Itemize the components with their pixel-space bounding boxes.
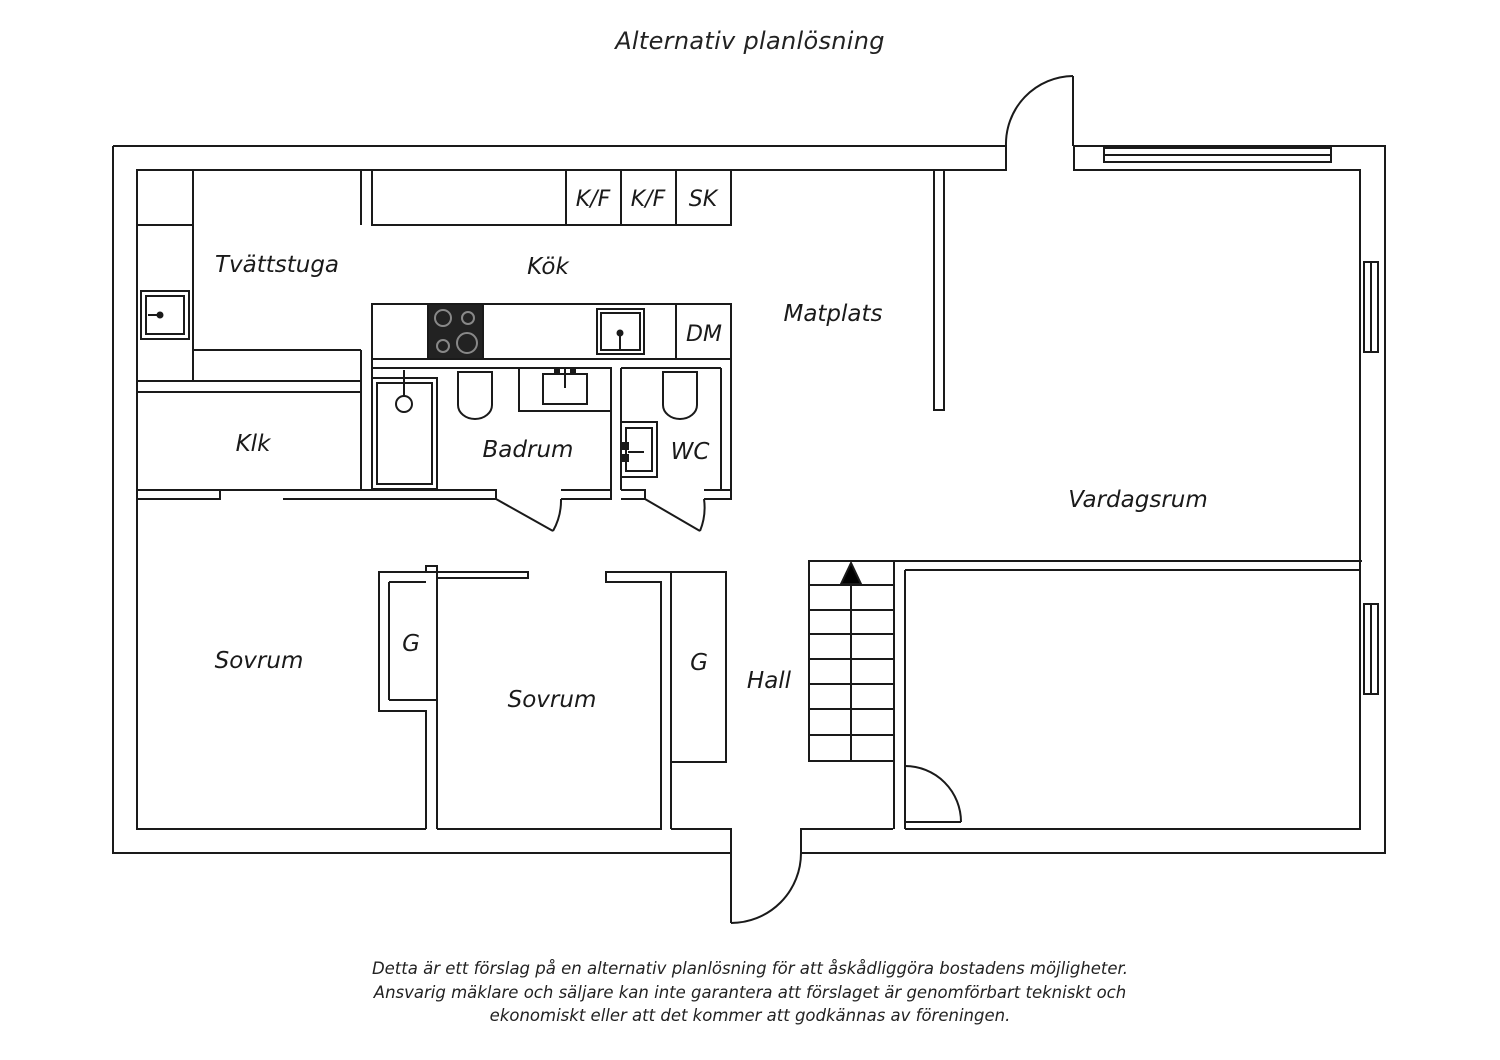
room-label-badrum: Badrum	[483, 437, 574, 463]
lower-room-door	[904, 765, 962, 829]
window-right-lower	[1363, 603, 1379, 695]
room-label-hall: Hall	[747, 668, 792, 694]
appliance-label-kf-1: K/F	[576, 187, 611, 212]
disclaimer-line-2: Ansvarig mäklare och säljare kan inte ga…	[373, 982, 1127, 1002]
appliance-label-kf-2: K/F	[631, 187, 666, 212]
bathtub	[371, 370, 438, 490]
wc-door	[644, 498, 706, 532]
room-label-tvattstuga: Tvättstuga	[215, 252, 339, 278]
window-top	[1103, 147, 1332, 163]
kitchen-counter-top	[371, 169, 732, 226]
kitchen-sink	[596, 308, 645, 355]
room-label-matplats: Matplats	[783, 301, 882, 327]
window-right-upper	[1363, 261, 1379, 353]
toilet-bathroom	[457, 371, 493, 420]
living-room-divider	[893, 560, 1362, 829]
appliance-label-dm: DM	[686, 322, 722, 347]
bathroom-sink	[518, 367, 612, 412]
bedroom2-walls	[437, 571, 727, 830]
room-label-vardagsrum: Vardagsrum	[1068, 487, 1208, 513]
disclaimer-line-1: Detta är ett förslag på en alternativ pl…	[371, 959, 1129, 978]
room-label-sovrum-1: Sovrum	[215, 648, 304, 674]
bathroom-door	[495, 498, 563, 532]
partition-wall	[933, 169, 945, 411]
room-label-kok: Kök	[527, 254, 570, 280]
room-label-sovrum-2: Sovrum	[508, 687, 597, 713]
bedroom1-walls	[378, 565, 529, 829]
disclaimer-line-3: ekonomiskt eller att det kommer att godk…	[489, 1006, 1011, 1025]
laundry-sink	[140, 290, 190, 340]
staircase	[808, 560, 895, 762]
corridor-wall	[137, 489, 732, 500]
room-label-garderob-1: G	[402, 631, 420, 657]
room-label-klk: Klk	[236, 431, 272, 457]
entrance-door-top	[1004, 75, 1074, 147]
plan-title: Alternativ planlösning	[615, 27, 885, 55]
toilet-wc	[662, 371, 698, 420]
entrance-door-bottom	[730, 852, 802, 924]
disclaimer: Detta är ett förslag på en alternativ pl…	[0, 957, 1500, 1028]
kitchen-counter-lower	[371, 303, 732, 360]
room-label-wc: WC	[671, 439, 710, 465]
wc-sink	[620, 421, 658, 478]
room-label-garderob-2: G	[690, 650, 708, 676]
stove	[427, 303, 484, 360]
appliance-label-sk: SK	[689, 187, 719, 212]
